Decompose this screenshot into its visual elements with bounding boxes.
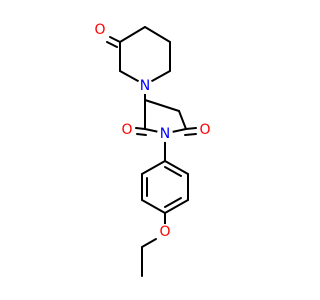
ketone-oxygen-atom: O — [92, 22, 108, 38]
bond — [151, 70, 171, 82]
imide-oxygen-left-atom: O — [119, 122, 135, 138]
bond-layer — [106, 26, 197, 277]
bond — [184, 133, 197, 136]
bond — [164, 197, 182, 208]
bond — [136, 133, 147, 136]
bond — [164, 166, 182, 177]
imide-oxygen-right-label: O — [199, 122, 210, 138]
structure-canvas: O N O O N O — [92, 22, 213, 277]
bond — [109, 36, 121, 43]
imide-nitrogen-atom: N — [157, 126, 173, 142]
bond — [106, 41, 118, 48]
bond — [144, 128, 160, 133]
imide-oxygen-left-label: O — [121, 122, 132, 138]
bond — [164, 160, 189, 175]
bond — [141, 199, 166, 214]
imide-nitrogen-label: N — [160, 126, 170, 142]
bond — [164, 199, 189, 214]
bond — [144, 26, 171, 43]
bond — [135, 127, 146, 130]
ether-oxygen-atom: O — [157, 224, 173, 240]
imide-oxygen-right-atom: O — [197, 122, 213, 138]
bond — [141, 160, 166, 175]
bond — [141, 238, 157, 248]
piperidine-nitrogen-label: N — [140, 78, 150, 94]
molecule-diagram: O N O O N O — [92, 22, 213, 277]
ketone-oxygen-label: O — [94, 22, 105, 38]
bond — [144, 99, 180, 112]
bond — [119, 70, 139, 82]
atom-layer: O N O O N O — [92, 22, 213, 240]
bond — [185, 127, 197, 130]
bond — [178, 110, 187, 130]
piperidine-nitrogen-atom: N — [137, 78, 153, 94]
ether-oxygen-label: O — [159, 224, 170, 240]
bond — [171, 128, 187, 133]
bond — [119, 26, 146, 43]
